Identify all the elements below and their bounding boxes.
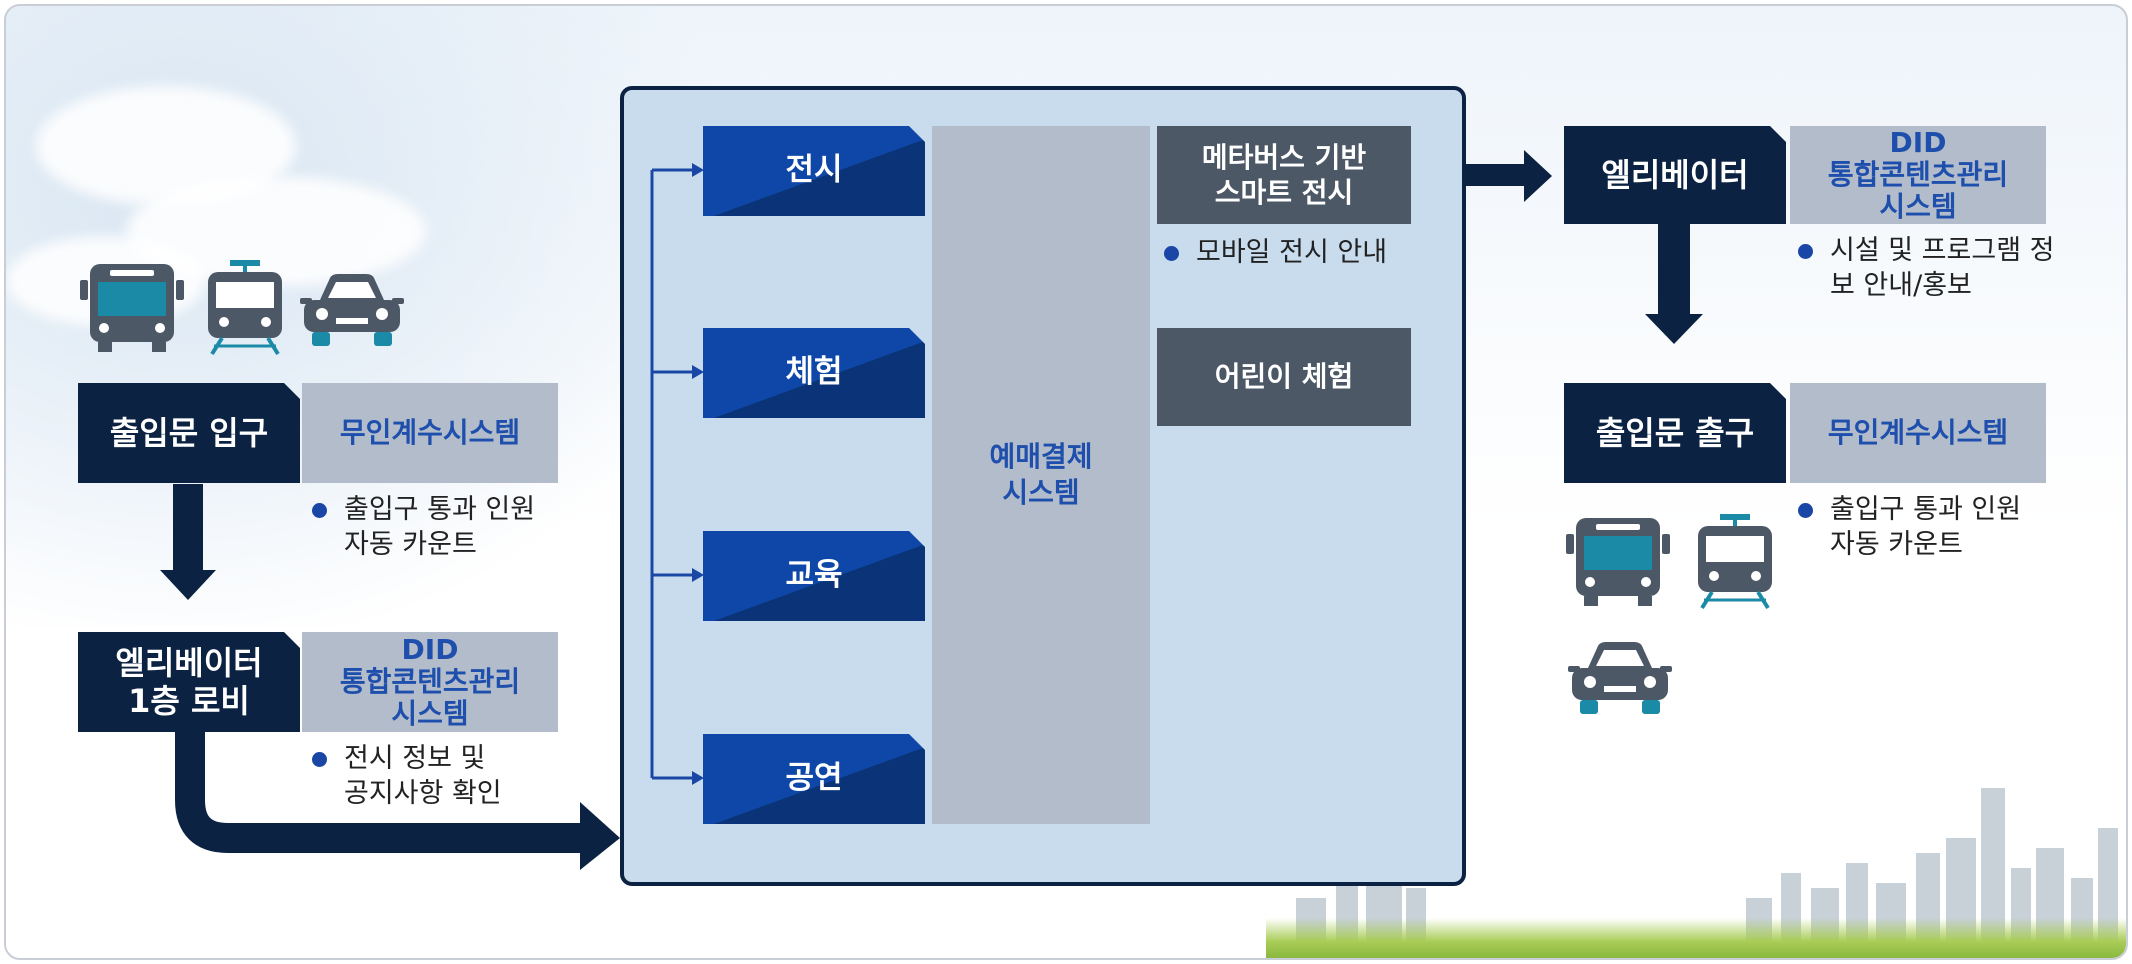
counting-desc-right: 출입구 통과 인원 자동 카운트	[1796, 493, 2076, 562]
elevator-lobby-label: 엘리베이터 1층 로비	[115, 643, 263, 720]
center-item-label: 체험	[785, 354, 843, 391]
elevator-label: 엘리베이터	[1601, 155, 1749, 194]
exit-label: 출입문 출구	[1595, 413, 1755, 452]
tram-icon	[1698, 514, 1772, 610]
did-system-label: DID 통합콘텐츠관리 시스템	[1827, 125, 2009, 224]
counting-system-label: 무인계수시스템	[1827, 416, 2009, 450]
car-icon	[300, 274, 404, 346]
counting-system-box-right: 무인계수시스템	[1790, 383, 2046, 483]
center-item-exhibition: 전시	[703, 126, 925, 216]
did-desc-right: 시설 및 프로그램 정 보 안내/홍보	[1796, 234, 2096, 303]
did-system-box-right: DID 통합콘텐츠관리 시스템	[1790, 126, 2046, 224]
arrow-down-left	[160, 484, 216, 600]
did-system-label: DID 통합콘텐츠관리 시스템	[339, 632, 521, 731]
exit-box: 출입문 출구	[1564, 383, 1786, 483]
kids-experience-label: 어린이 체험	[1214, 360, 1354, 394]
counting-system-label: 무인계수시스템	[339, 416, 521, 450]
center-item-label: 교육	[785, 557, 843, 594]
center-item-performance: 공연	[703, 734, 925, 824]
counting-desc-left: 출입구 통과 인원 자동 카운트	[310, 493, 570, 562]
metaverse-box: 메타버스 기반 스마트 전시	[1157, 126, 1411, 224]
arrow-head-lobby	[580, 802, 620, 870]
metaverse-label: 메타버스 기반 스마트 전시	[1201, 141, 1367, 209]
arrow-down-right	[1645, 224, 1703, 344]
car-icon	[1568, 642, 1672, 714]
arrow-panel-to-elevator	[1466, 150, 1552, 202]
arrow-lobby-to-panel	[175, 732, 582, 853]
metaverse-desc: 모바일 전시 안내	[1162, 236, 1452, 271]
counting-system-box-left: 무인계수시스템	[302, 383, 558, 483]
tram-icon	[208, 260, 282, 356]
center-item-education: 교육	[703, 531, 925, 621]
entrance-label: 출입문 입구	[109, 413, 269, 452]
bus-icon	[80, 264, 184, 352]
entrance-box: 출입문 입구	[78, 383, 300, 483]
did-desc-left: 전시 정보 및 공지사항 확인	[310, 742, 570, 811]
center-item-label: 공연	[785, 760, 843, 797]
grass	[1266, 918, 2126, 958]
elevator-lobby-box: 엘리베이터 1층 로비	[78, 632, 300, 732]
center-item-label: 전시	[785, 152, 843, 189]
center-item-experience: 체험	[703, 328, 925, 418]
bus-icon	[1566, 518, 1670, 606]
did-system-box-left: DID 통합콘텐츠관리 시스템	[302, 632, 558, 732]
payment-system-label: 예매결제 시스템	[989, 439, 1093, 509]
elevator-box-right: 엘리베이터	[1564, 126, 1786, 224]
kids-experience-box: 어린이 체험	[1157, 328, 1411, 426]
payment-system: 예매결제 시스템	[932, 126, 1150, 824]
